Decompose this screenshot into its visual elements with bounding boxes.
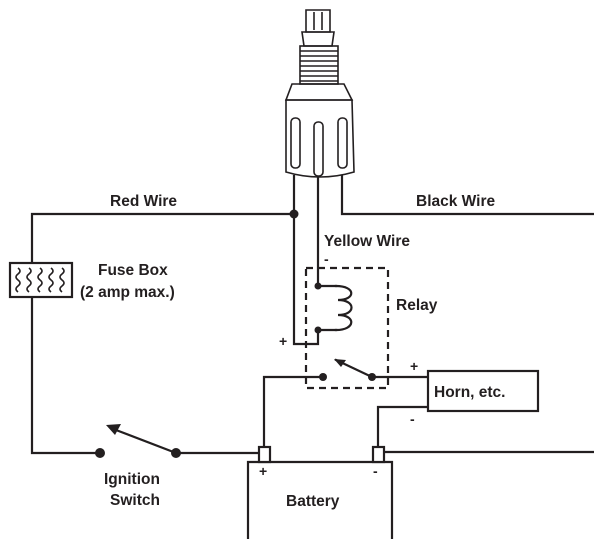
horn-minus-sign: - [410,411,415,427]
horn-to-battery-wire [376,405,430,449]
battery [246,445,394,539]
relay-to-battery-wire [262,375,325,449]
battery-label: Battery [286,493,340,510]
battery-minus-terminal [371,445,386,464]
black-wire [340,174,594,216]
black-wire-label: Black Wire [416,193,495,210]
coil-plus-sign: + [279,333,287,349]
ignition-label: Ignition [104,471,160,488]
coil-return-wire [292,212,338,346]
yellow-wire-label: Yellow Wire [324,233,410,250]
fuse-box-rating-label: (2 amp max.) [80,284,175,301]
relay [304,266,390,390]
red-wire [30,174,296,265]
relay-box [304,266,390,390]
horn-plus-sign: + [410,358,418,374]
red-wire-label: Red Wire [110,193,177,210]
switch-label: Switch [110,492,160,509]
fuse-icon [8,261,74,299]
battery-minus-sign: - [373,463,378,479]
battery-plus-sign: + [259,463,267,479]
yellow-wire [316,176,338,288]
relay-label: Relay [396,297,438,314]
coil-terminal-dot [314,282,322,290]
coil-minus-sign: - [324,251,329,267]
ignition-switch [95,424,181,458]
fuse-to-ignition-wire [30,295,102,455]
battery-plus-terminal [257,445,272,464]
fuse-box-label: Fuse Box [98,262,168,279]
pressure-switch-icon [284,9,355,178]
coil-terminal-dot [314,326,322,334]
junction-dot [289,209,299,219]
horn-label: Horn, etc. [434,384,505,401]
relay-coil-icon [334,284,353,332]
horn [426,369,540,413]
relay-contact [319,373,327,381]
